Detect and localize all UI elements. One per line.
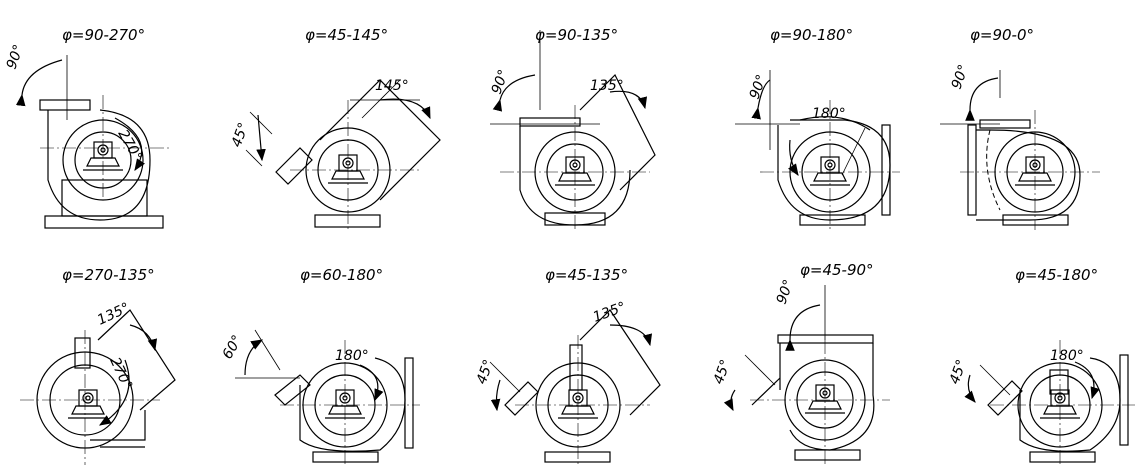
- variant-5-angle-a: 90°: [949, 63, 973, 92]
- variant-5-label: φ=90-0°: [970, 26, 1034, 44]
- variant-6-label: φ=270-135°: [62, 266, 155, 284]
- variant-2-angle-a: 45°: [229, 121, 253, 150]
- variant-4-angle-b: 180°: [812, 106, 846, 122]
- variant-4: φ=90-180° 90° 180°: [735, 26, 900, 230]
- variant-8: φ=45-135° 45° 135°: [474, 266, 661, 465]
- variant-9-angle-a: 90°: [774, 278, 798, 307]
- variant-4-angle-a: 90°: [747, 73, 771, 102]
- variant-3-angle-b: 135°: [590, 78, 624, 94]
- variant-7-angle-a: 60°: [220, 332, 246, 362]
- variant-10: φ=45-180° 45° 180°: [947, 266, 1135, 465]
- variant-6-angle-a: 135°: [95, 300, 132, 329]
- variant-1: φ=90-270° 90° 270°: [4, 26, 170, 229]
- variant-1-angle-a: 90°: [4, 43, 28, 72]
- variant-3-angle-a: 90°: [489, 68, 513, 97]
- variant-10-angle-b: 180°: [1050, 348, 1084, 364]
- variant-1-label: φ=90-270°: [62, 26, 145, 44]
- variant-6: φ=270-135° 135° 270°: [20, 266, 176, 465]
- variant-7-label: φ=60-180°: [300, 266, 383, 284]
- variant-3: φ=90-135° 90° 135°: [489, 26, 656, 230]
- variant-4-label: φ=90-180°: [770, 26, 853, 44]
- variant-8-angle-a: 45°: [474, 358, 498, 387]
- variant-5: φ=90-0° 90°: [940, 26, 1100, 230]
- variant-9: φ=45-90° 90° 45°: [711, 261, 890, 465]
- variant-2: φ=45-145° 45° 145°: [229, 26, 441, 230]
- variant-6-angle-b: 270°: [106, 355, 135, 392]
- variant-9-label: φ=45-90°: [800, 261, 874, 279]
- variant-7: φ=60-180° 60° 180°: [220, 266, 420, 465]
- variant-8-label: φ=45-135°: [545, 266, 628, 284]
- variant-8-angle-b: 135°: [591, 299, 628, 326]
- variant-3-label: φ=90-135°: [535, 26, 618, 44]
- variant-10-angle-a: 45°: [947, 358, 971, 387]
- variant-7-angle-b: 180°: [335, 348, 369, 364]
- variant-2-angle-b: 145°: [375, 78, 409, 94]
- variant-9-angle-b: 45°: [711, 358, 735, 387]
- variant-10-label: φ=45-180°: [1015, 266, 1098, 284]
- variant-2-label: φ=45-145°: [305, 26, 388, 44]
